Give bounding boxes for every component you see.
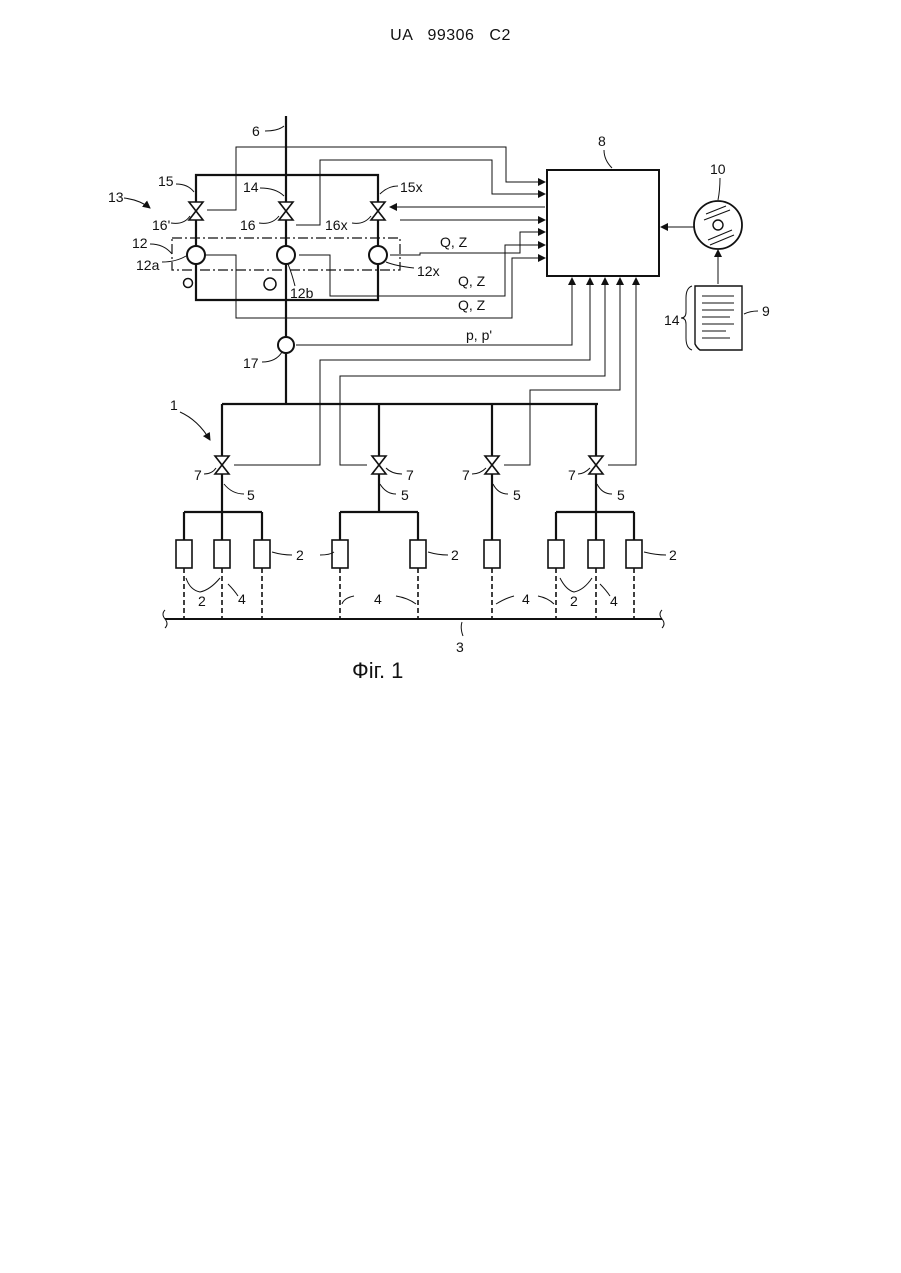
data-carrier-disk: [694, 201, 742, 249]
label-12b: 12b: [290, 285, 314, 301]
label-4-a: 4: [238, 591, 246, 607]
dashed-links: [184, 568, 634, 618]
label-2-a: 2: [296, 547, 304, 563]
label-9: 9: [762, 303, 770, 319]
label-15: 15: [158, 173, 174, 189]
figure-caption: Фіг. 1: [352, 658, 403, 683]
label-8: 8: [598, 133, 606, 149]
label-16p: 16': [152, 217, 170, 233]
label-16: 16: [240, 217, 256, 233]
label-2-c: 2: [669, 547, 677, 563]
label-17: 17: [243, 355, 259, 371]
label-1: 1: [170, 397, 178, 413]
label-5-b: 5: [401, 487, 409, 503]
label-4-d: 4: [610, 593, 618, 609]
label-15x: 15x: [400, 179, 423, 195]
label-12x: 12x: [417, 263, 440, 279]
label-2-b: 2: [451, 547, 459, 563]
program-document: [681, 286, 742, 350]
label-qz-2: Q, Z: [458, 273, 486, 289]
label-12: 12: [132, 235, 148, 251]
label-7-a: 7: [194, 467, 202, 483]
label-5-d: 5: [617, 487, 625, 503]
label-7-b: 7: [406, 467, 414, 483]
label-12a: 12a: [136, 257, 160, 273]
controller-box: [547, 170, 659, 276]
label-5-c: 5: [513, 487, 521, 503]
label-3: 3: [456, 639, 464, 655]
label-16x: 16x: [325, 217, 348, 233]
label-10: 10: [710, 161, 726, 177]
label-2-d: 2: [198, 593, 206, 609]
label-4-c: 4: [522, 591, 530, 607]
label-qz-3: Q, Z: [458, 297, 486, 313]
label-7-c: 7: [462, 467, 470, 483]
label-14-top: 14: [243, 179, 259, 195]
label-5-a: 5: [247, 487, 255, 503]
label-7-d: 7: [568, 467, 576, 483]
label-14-doc: 14: [664, 312, 680, 328]
label-qz-1: Q, Z: [440, 234, 468, 250]
label-6: 6: [252, 123, 260, 139]
label-4-b: 4: [374, 591, 382, 607]
label-pp: p, p': [466, 327, 492, 343]
consumers: [176, 540, 642, 568]
label-13: 13: [108, 189, 124, 205]
label-2-e: 2: [570, 593, 578, 609]
bus-line: [163, 610, 664, 628]
valves: [189, 202, 603, 474]
